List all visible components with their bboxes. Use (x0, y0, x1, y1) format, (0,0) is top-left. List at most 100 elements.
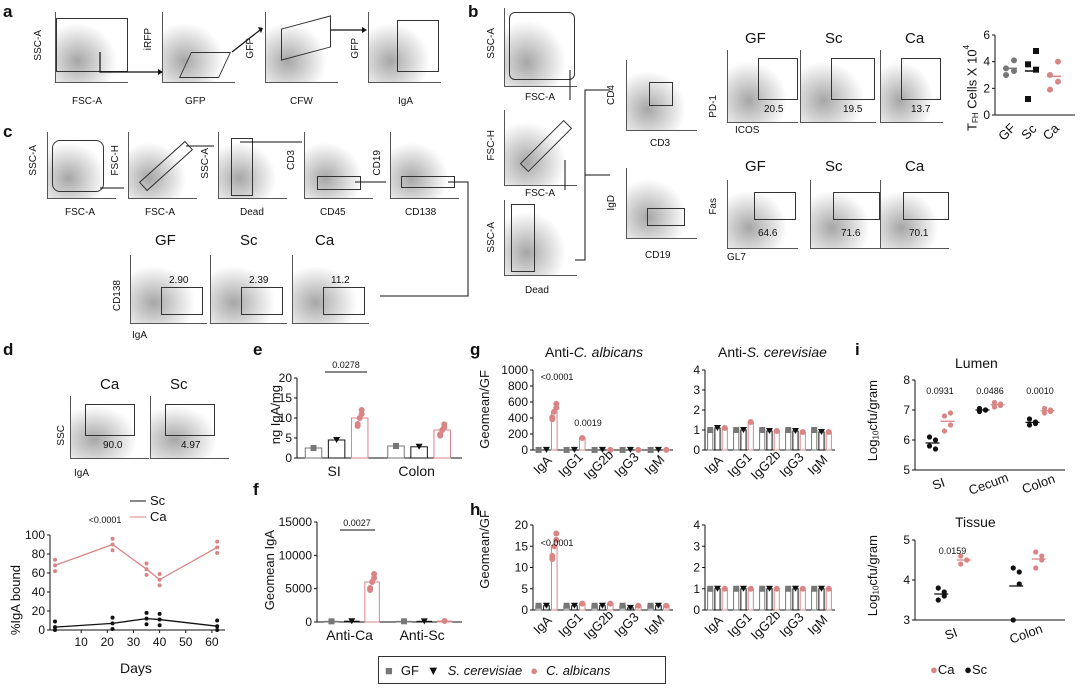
h2-bar-Sc (766, 588, 773, 611)
d-xtick-label: 60 (205, 635, 219, 649)
flow-plot-tfh-gf: 20.5 (727, 50, 798, 123)
i2-g-point-Sc (935, 585, 941, 591)
axis-x-b1: FSC-A (525, 92, 555, 103)
g-g-ytick-label: 600 (508, 395, 528, 409)
e-g-point-Ca (437, 432, 444, 439)
i1-g-point-Ca (1047, 408, 1054, 415)
axis-y-d-ssc: SSC (56, 425, 67, 446)
i1-g-point-Ca (941, 413, 948, 419)
g2-point-Ca (773, 428, 780, 434)
i1-g-point-Ca (1041, 410, 1048, 416)
i1-g-pvalue: 0.0010 (1026, 386, 1054, 396)
d-point-Sc (110, 621, 115, 626)
g2-ytick-label: 2 (693, 403, 700, 417)
f-g-xtick-label: Anti-Ca (326, 627, 373, 643)
h2-bar-Ca (799, 588, 806, 611)
i1-g-point-Ca (941, 428, 948, 434)
flow-plot-a1 (55, 12, 128, 83)
e-ylabel-text: ng IgA/mg (268, 385, 283, 445)
axis-x-c5: CD138 (405, 207, 437, 218)
g-title-2-it: S. cerevisiae (746, 344, 827, 360)
h2-bar-Ca (747, 588, 754, 611)
flow-plot-gc-gf: 64.6 (727, 180, 798, 249)
g-g-point-Ca (635, 446, 642, 453)
f-g-ytick-label: 5000 (285, 582, 312, 596)
flow-plot-c3 (218, 132, 287, 199)
h2-ytick-label: 2 (693, 561, 700, 575)
d-point-Ca (157, 571, 162, 576)
g-g-point-GF (535, 446, 542, 453)
i1-g-ytick-label: 7 (903, 403, 910, 417)
i-legend-ca-icon: ● (930, 662, 938, 677)
i1-g-point-Ca (1041, 405, 1048, 412)
flow-plot-d-ca: 90.0 (70, 396, 149, 459)
e-g-ytick-label: 15 (279, 391, 293, 405)
e-g-xtick-label: Colon (398, 463, 435, 479)
g-title-1-it: C. albicans (573, 344, 644, 360)
tfh-sc-value: 19.5 (843, 104, 863, 115)
i-ylabel-bottom-pre: Log (865, 594, 880, 617)
panel-label-c: c (3, 122, 13, 141)
i2-g-point-Ca (1033, 565, 1039, 571)
g2-point-Ca (799, 429, 806, 435)
header-gf-c: GF (155, 232, 176, 249)
f-pvalue: 0.0027 (343, 518, 371, 528)
tfh-point-Sc (1025, 96, 1031, 102)
flow-plot-a3 (265, 12, 338, 83)
g2-xtick-label: IgM (805, 452, 831, 478)
legend-ca: C. albicans (546, 662, 611, 678)
flow-plot-c2 (128, 132, 197, 199)
d-ytick-label: 100 (25, 528, 45, 542)
panel-label-i: i (855, 340, 860, 359)
g2-ytick-label: 0 (693, 443, 700, 457)
f-g-ytick-label: 15000 (279, 515, 313, 529)
g2-point-Ca (825, 429, 832, 435)
tfh-xtick-label: Sc (1018, 121, 1040, 143)
axis-x-c4: CD45 (320, 207, 346, 218)
h-g-point-Sc (626, 604, 634, 611)
i2-g-point-Sc (1010, 617, 1016, 623)
i2-g-ytick-label: 4 (903, 573, 910, 587)
d-point-Sc (144, 610, 149, 615)
f-g-point-GF (401, 618, 407, 625)
i-legend-sc-icon: ● (964, 662, 972, 677)
axis-x-a2: GFP (185, 96, 206, 107)
g2-xtick-label: IgG3 (776, 450, 807, 481)
h2-bar-GF (811, 588, 818, 611)
g-g-point-Sc (598, 446, 606, 453)
g-title-1: Anti-C. albicans (545, 344, 643, 360)
flow-plot-a4 (368, 12, 441, 83)
flow-plot-b1 (504, 8, 577, 87)
i1-g-point-Sc (1026, 416, 1033, 422)
g-pvalue-2: 0.0019 (574, 418, 602, 428)
legend-gf: GF (400, 662, 419, 678)
g-g-point-Ca (579, 435, 586, 441)
flow-plot-gc-sc: 71.6 (810, 180, 881, 249)
tfh-point-Ca (1047, 86, 1053, 93)
flow-plot-c5 (390, 132, 459, 199)
d-point-Sc (215, 628, 220, 632)
axis-x-b3: Dead (525, 285, 549, 296)
flow-plot-cd4 (626, 60, 697, 131)
h2-point-Sc (817, 585, 825, 592)
i1-g-point-Ca (997, 402, 1004, 409)
d-xlabel: Days (120, 660, 152, 676)
g-g-xtick-label: IgG1 (555, 450, 586, 481)
tfh-gf-value: 20.5 (764, 104, 784, 115)
header-gf-b2: GF (745, 158, 766, 175)
g-g-point-Sc (626, 446, 634, 453)
g-g-ytick-label: 200 (508, 427, 528, 441)
i1-g-point-Ca (991, 399, 998, 406)
d-point-Sc (53, 625, 57, 630)
h-g-ytick-label: 20 (515, 518, 529, 532)
g-g-point-GF (591, 446, 598, 453)
axis-x-a3: CFW (290, 96, 313, 107)
f-g-ytick-label: 0 (305, 615, 312, 629)
h-g-point-Sc (570, 602, 578, 609)
g2-point-Sc (791, 428, 799, 434)
g-g-point-GF (619, 446, 626, 453)
tfh-ytick-label: 0 (983, 108, 990, 122)
i2-g-point-Ca (1039, 557, 1045, 563)
h2-point-Sc (739, 585, 747, 592)
